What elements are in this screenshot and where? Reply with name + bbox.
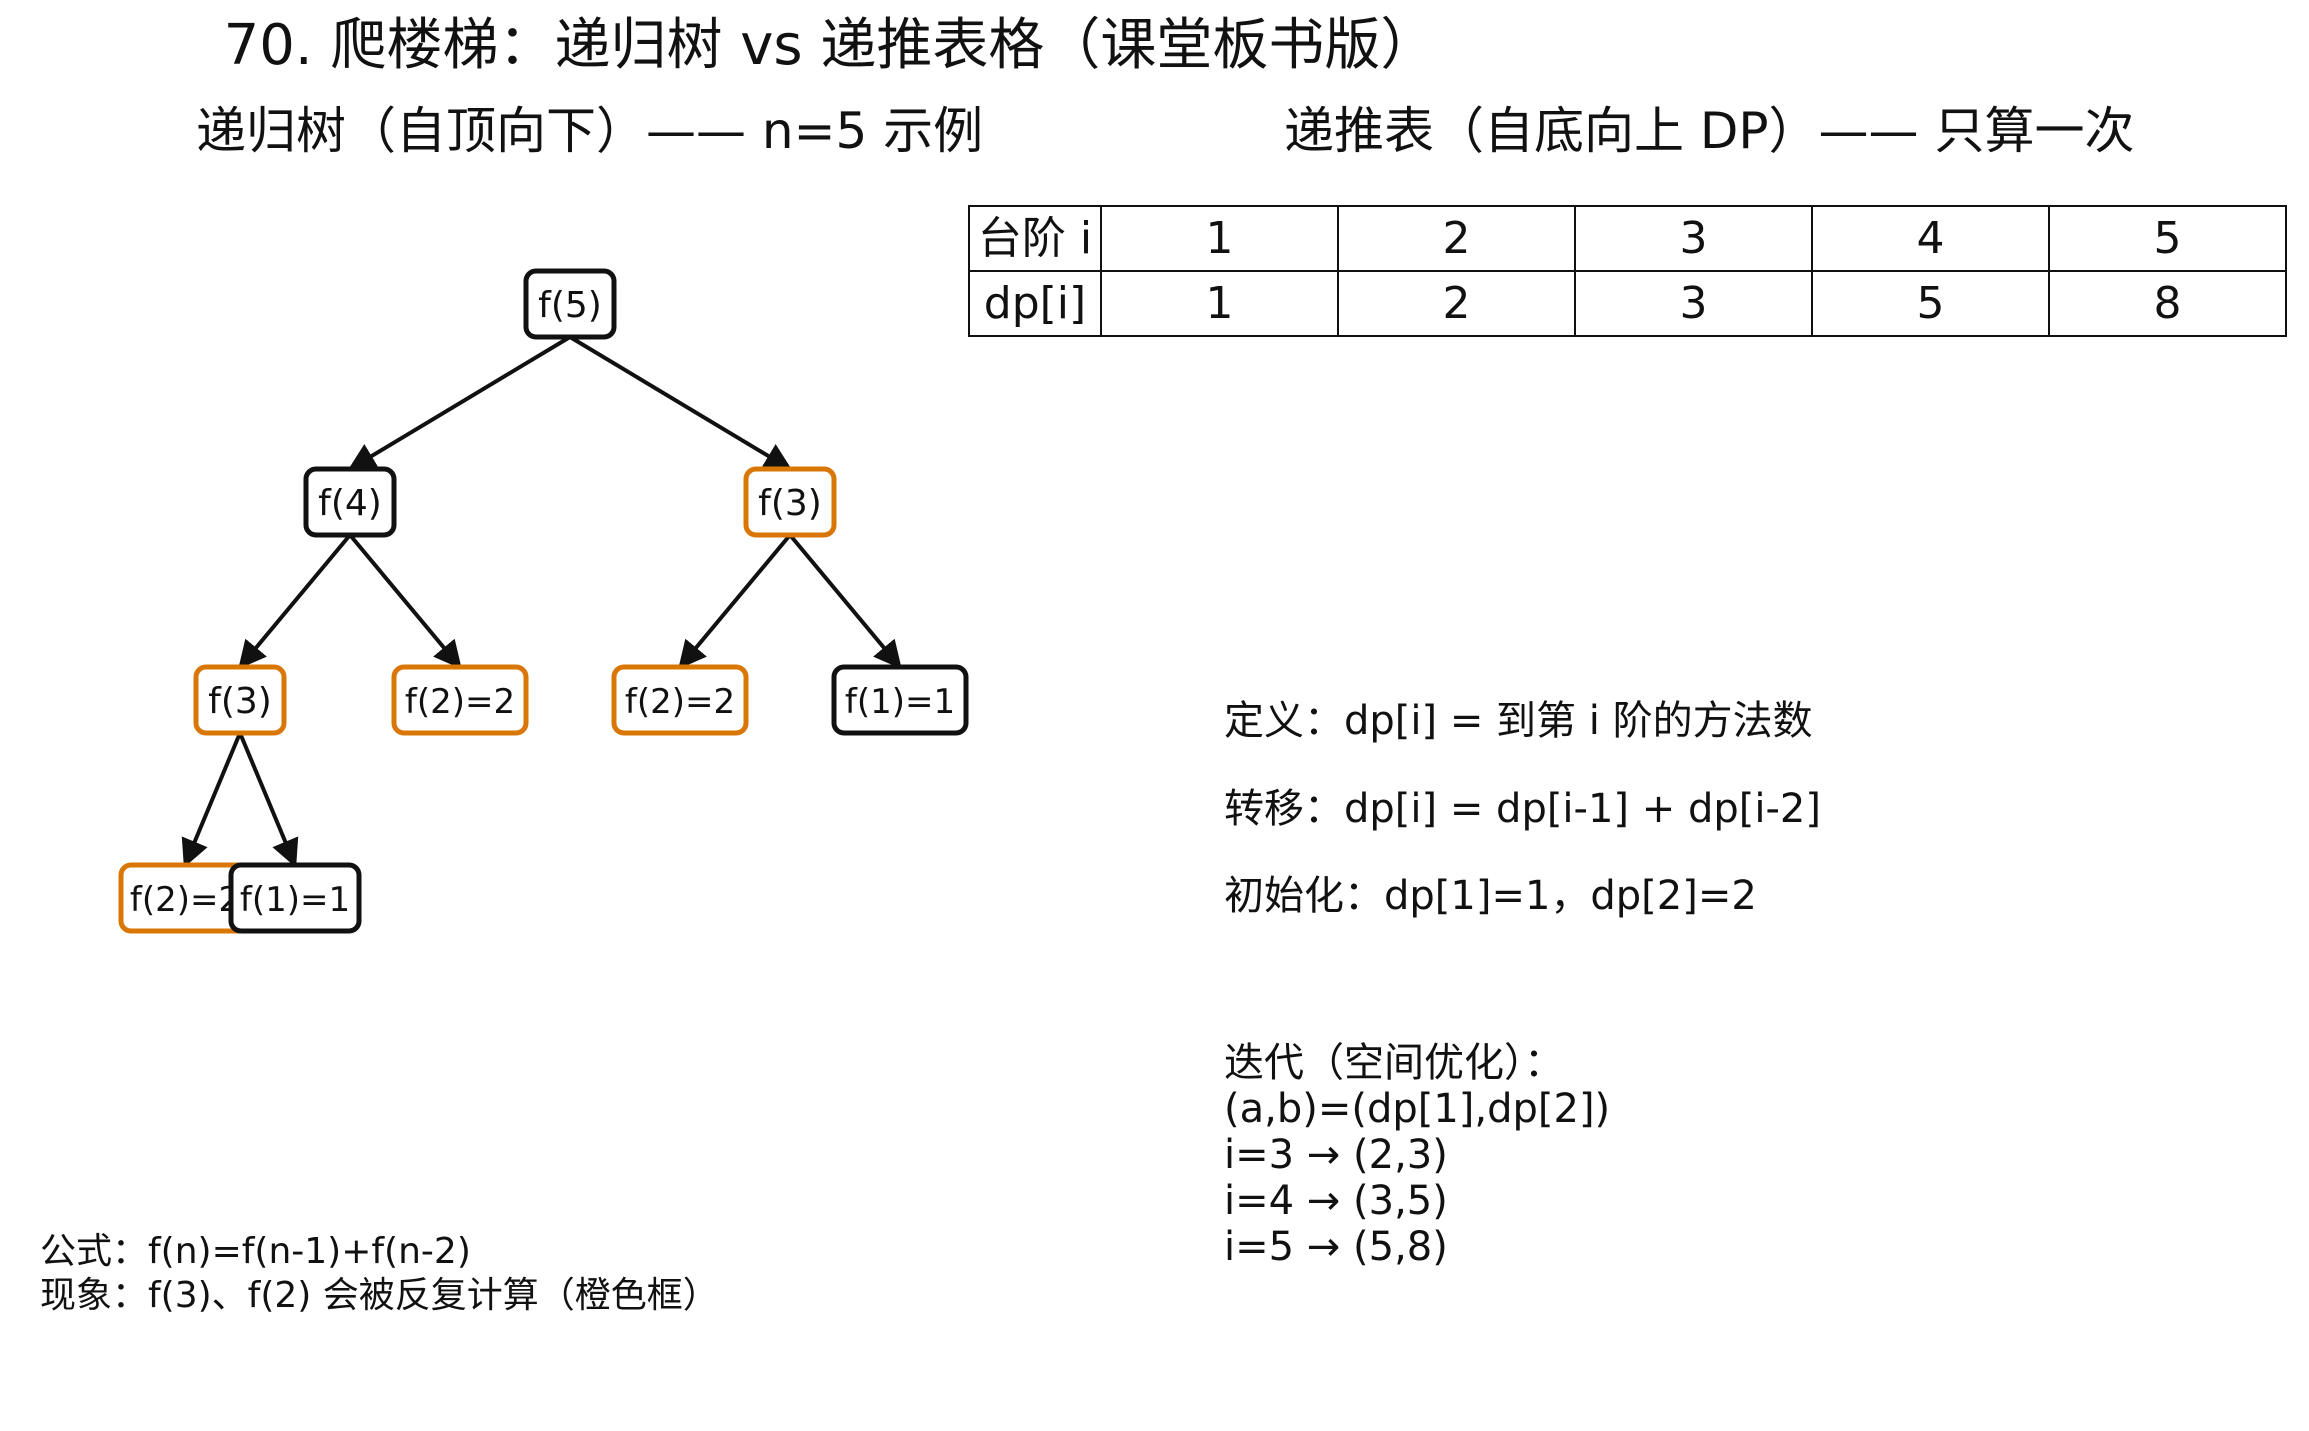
dp-cell: 3	[1574, 270, 1813, 337]
iteration-block: 迭代（空间优化）： (a,b)=(dp[1],dp[2]) i=3 → (2,3…	[1224, 1040, 1610, 1270]
tree-node: f(4)	[303, 466, 397, 538]
tree-edges	[181, 335, 902, 868]
tree-node-label: f(3)	[208, 681, 272, 722]
iteration-line: i=3 → (2,3)	[1224, 1132, 1448, 1178]
tree-node: f(1)=1	[831, 664, 969, 736]
tree-node-box	[523, 268, 617, 340]
tree-node-box-repeated	[611, 664, 749, 736]
step-cell: 2	[1337, 205, 1576, 272]
tree-node-box-repeated	[193, 664, 287, 736]
tree-node-box	[228, 862, 362, 934]
tree-node: f(3)	[193, 664, 287, 736]
step-cell: 3	[1574, 205, 1813, 272]
tree-node-box	[831, 664, 969, 736]
tree-node-label: f(1)=1	[845, 682, 955, 722]
tree-node: f(5)	[523, 268, 617, 340]
dp-cell: 5	[1811, 270, 2050, 337]
tree-edge-arrow	[238, 732, 299, 868]
row-header-dp: dp[i]	[968, 270, 1102, 337]
tree-node-box-repeated	[391, 664, 529, 736]
tree-node-label: f(4)	[318, 483, 382, 524]
tree-node-box	[303, 466, 397, 538]
iteration-line: i=4 → (3,5)	[1224, 1178, 1448, 1224]
tree-node: f(2)=2	[391, 664, 529, 736]
tree-edge-arrow	[181, 732, 242, 868]
tree-node-label: f(1)=1	[240, 880, 350, 920]
tree-edge-arrow	[347, 335, 572, 471]
step-cell: 4	[1811, 205, 2050, 272]
tree-edge-arrow	[788, 533, 902, 670]
dp-cell: 1	[1100, 270, 1339, 337]
table-row-steps: 台阶 i 1 2 3 4 5	[968, 205, 2287, 272]
tree-edge-arrow	[678, 533, 792, 670]
step-cell: 5	[2048, 205, 2287, 272]
formula-line: 公式：f(n)=f(n-1)+f(n-2)	[40, 1231, 471, 1272]
tree-subtitle: 递归树（自顶向下）—— n=5 示例	[196, 102, 984, 160]
tree-edge-arrow	[348, 533, 462, 670]
table-row-dp: dp[i] 1 2 3 5 8	[968, 270, 2287, 337]
tree-node-label: f(2)=2	[405, 682, 515, 722]
formula-note: 公式：f(n)=f(n-1)+f(n-2) 现象：f(3)、f(2) 会被反复计…	[40, 1230, 719, 1318]
page-title: 70. 爬楼梯：递归树 vs 递推表格（课堂板书版）	[223, 13, 1437, 78]
iteration-line: i=5 → (5,8)	[1224, 1224, 1448, 1270]
step-cell: 1	[1100, 205, 1339, 272]
definition-text: 定义：dp[i] = 到第 i 阶的方法数	[1224, 698, 1813, 744]
iteration-heading: 迭代（空间优化）：	[1224, 1040, 1564, 1086]
tree-node-label: f(2)=2	[130, 880, 240, 920]
dp-table: 台阶 i 1 2 3 4 5 dp[i] 1 2 3 5 8	[968, 205, 2287, 337]
tree-edge-arrow	[568, 335, 793, 471]
tree-node-box-repeated	[743, 466, 837, 538]
iteration-line: (a,b)=(dp[1],dp[2])	[1224, 1086, 1611, 1132]
dp-cell: 8	[2048, 270, 2287, 337]
transition-text: 转移：dp[i] = dp[i-1] + dp[i-2]	[1224, 786, 1821, 832]
initialization-text: 初始化：dp[1]=1，dp[2]=2	[1224, 873, 1757, 919]
phenomenon-line: 现象：f(3)、f(2) 会被反复计算（橙色框）	[40, 1275, 719, 1316]
tree-node: f(3)	[743, 466, 837, 538]
tree-node-label: f(3)	[758, 483, 822, 524]
tree-node: f(2)=2	[611, 664, 749, 736]
row-header-steps: 台阶 i	[968, 205, 1102, 272]
table-subtitle: 递推表（自底向上 DP）—— 只算一次	[1284, 102, 2135, 160]
dp-cell: 2	[1337, 270, 1576, 337]
tree-node-label: f(2)=2	[625, 682, 735, 722]
tree-node-label: f(5)	[538, 285, 602, 326]
tree-node: f(1)=1	[228, 862, 362, 934]
tree-edge-arrow	[238, 533, 352, 670]
